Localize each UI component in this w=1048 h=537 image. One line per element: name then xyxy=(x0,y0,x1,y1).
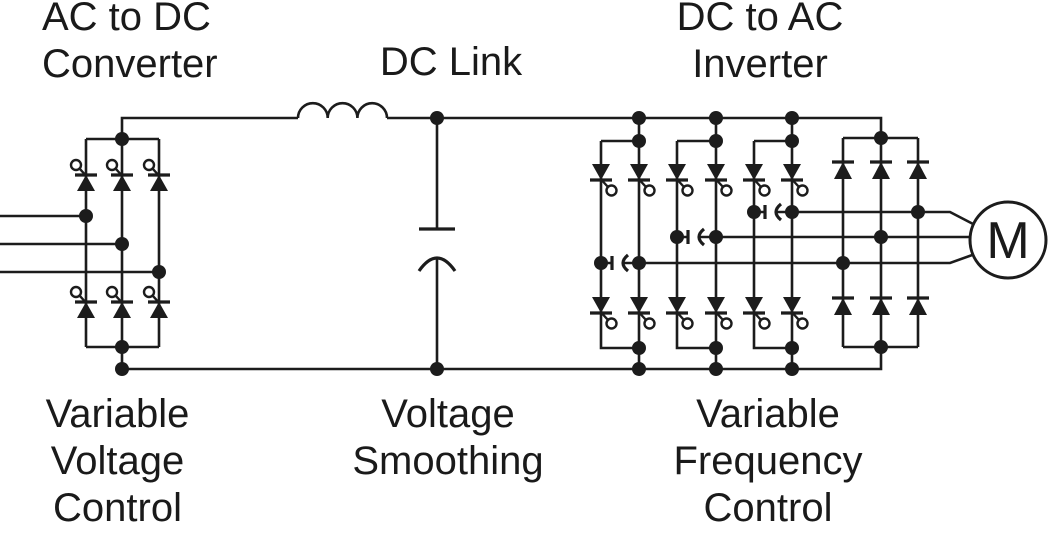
capacitor-plate-curved xyxy=(774,202,783,222)
diode-icon xyxy=(905,160,931,181)
thyristor-icon xyxy=(588,295,619,331)
dc-link-inductor-icon xyxy=(296,101,389,119)
thyristor-icon xyxy=(105,285,135,320)
inverter-leg-pair xyxy=(752,118,794,369)
inverter-leg-pair xyxy=(675,118,718,369)
diode-icon xyxy=(868,160,894,181)
label-dc-link: DC Link xyxy=(379,40,523,84)
thyristor-icon xyxy=(69,158,99,193)
thyristor-icon xyxy=(779,295,810,331)
motor-label: M xyxy=(986,212,1029,270)
diode-icon xyxy=(830,296,856,317)
motor-phase-line xyxy=(792,210,976,227)
thyristor-icon xyxy=(626,162,657,198)
thyristor-icon xyxy=(741,162,772,198)
motor-phase-line xyxy=(639,252,976,265)
junction-dots xyxy=(79,111,925,376)
capacitor-plate-curved xyxy=(621,253,630,273)
negative-dc-rail xyxy=(120,347,883,371)
thyristor-icon xyxy=(664,295,695,331)
thyristor-icon xyxy=(664,162,695,198)
label-voltage-smoothing: Voltage Smoothing xyxy=(352,392,544,483)
thyristor-icon xyxy=(105,158,135,193)
thyristor-icon xyxy=(703,162,734,198)
inverter-leg-pair xyxy=(599,118,641,369)
capacitor-plate-curved xyxy=(417,256,457,272)
motor-circle xyxy=(968,200,1048,280)
positive-dc-rail xyxy=(120,116,298,139)
diode-icon xyxy=(905,296,931,317)
diode-icon xyxy=(830,160,856,181)
three-phase-input-lines xyxy=(0,214,159,274)
thyristor-icon xyxy=(703,295,734,331)
thyristor-icon xyxy=(142,158,172,193)
label-variable-frequency-control: Variable Frequency Control xyxy=(673,392,863,530)
converter-section xyxy=(0,137,172,349)
thyristor-icon xyxy=(69,285,99,320)
label-dc-to-ac-inverter: DC to AC Inverter xyxy=(676,0,844,86)
thyristor-icon xyxy=(626,295,657,331)
thyristor-icon xyxy=(588,162,619,198)
thyristor-icon xyxy=(142,285,172,320)
label-ac-to-dc-converter: AC to DC Converter xyxy=(42,0,218,86)
thyristor-icon xyxy=(741,295,772,331)
capacitor-plate-curved xyxy=(697,227,706,247)
motor: M xyxy=(968,200,1048,280)
label-variable-voltage-control: Variable Voltage Control xyxy=(45,392,190,530)
diode-icon xyxy=(868,296,894,317)
dc-link-section xyxy=(120,101,883,371)
thyristor-icon xyxy=(779,162,810,198)
